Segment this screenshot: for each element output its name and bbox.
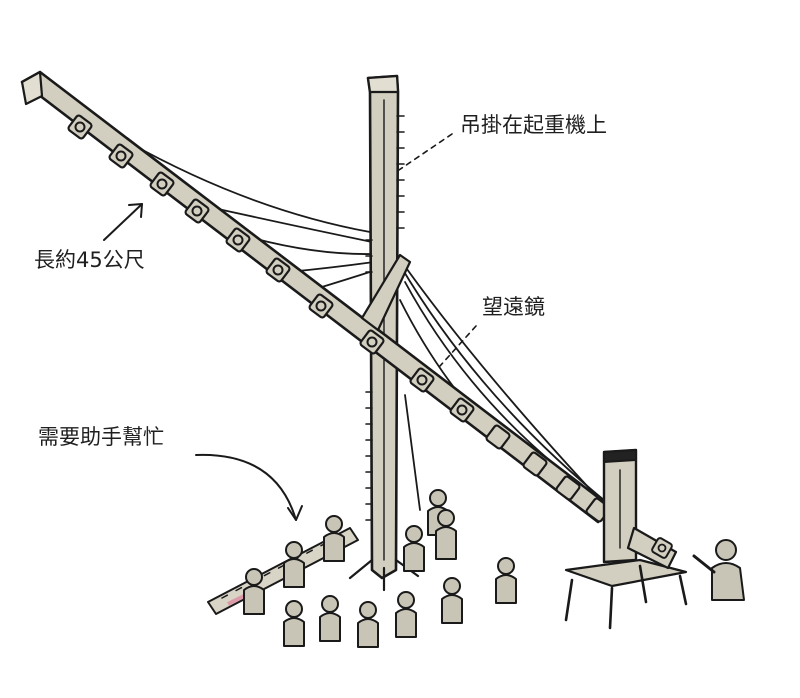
length-arrow	[103, 203, 143, 241]
helpers-arrow	[195, 453, 297, 521]
label-telescope: 望遠鏡	[482, 295, 545, 319]
hang-leader-line	[395, 133, 453, 173]
person	[319, 595, 341, 642]
person	[243, 568, 265, 615]
tube-rings	[67, 114, 611, 523]
length-arrowhead	[128, 203, 143, 218]
person	[435, 509, 457, 560]
label-helpers-needed: 需要助手幫忙	[38, 425, 164, 449]
person	[357, 601, 379, 648]
label-length: 長約45公尺	[34, 248, 145, 272]
mast-rungs	[365, 115, 405, 521]
helpers-arrowhead	[287, 505, 303, 521]
person	[441, 577, 463, 624]
eyepiece-stand	[564, 448, 688, 630]
sky-tint-mark	[227, 594, 245, 606]
person-observer	[692, 539, 745, 601]
person	[403, 525, 425, 572]
person	[283, 600, 305, 647]
label-hang-on-crane: 吊掛在起重機上	[460, 113, 607, 137]
person	[283, 541, 305, 588]
annotation-lines	[103, 133, 477, 521]
telescope-leader-line	[439, 325, 477, 367]
person	[395, 591, 417, 638]
mast-pole	[348, 74, 420, 592]
helpers-crowd	[243, 489, 745, 648]
person	[323, 515, 345, 562]
person	[495, 557, 517, 604]
